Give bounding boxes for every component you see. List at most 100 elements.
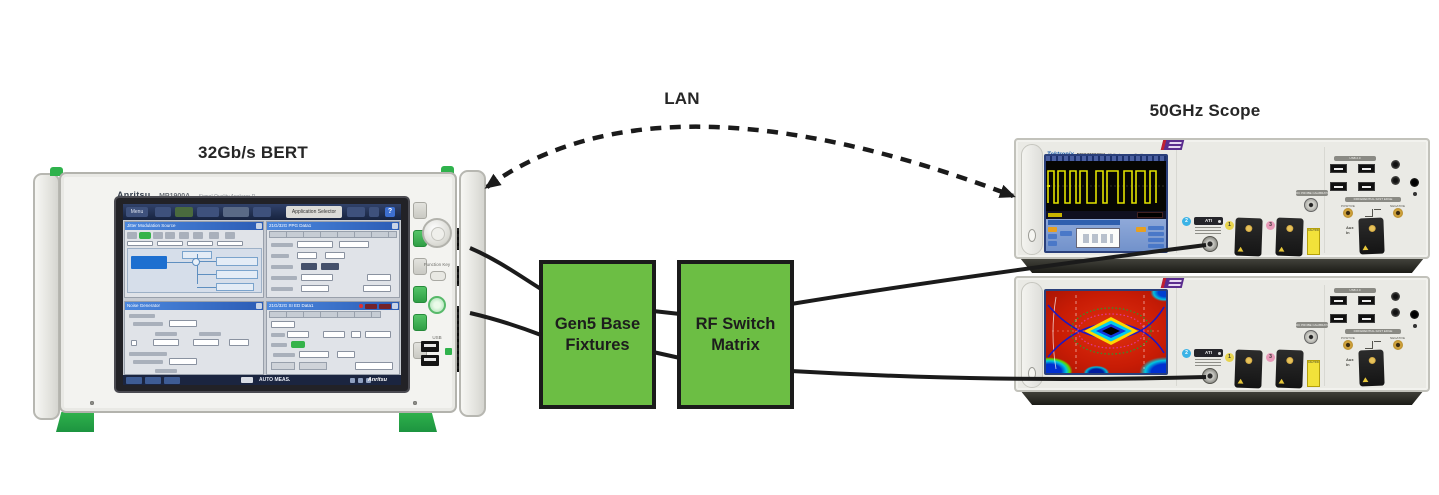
ui-button (209, 232, 219, 239)
rotary-knob (422, 218, 452, 248)
diagram-wire (197, 254, 198, 284)
dropdown (337, 351, 355, 358)
value-field (187, 241, 213, 246)
bert-foot (56, 412, 94, 432)
scope-io-section: 2 ATI 1 3 DC PROBE CALIBRATION CAUTION U… (1016, 140, 1432, 261)
datetime-field (355, 362, 393, 370)
history-reset-button (299, 362, 327, 370)
dropdown (323, 331, 345, 338)
switch-label-line1: RF Switch (695, 314, 776, 333)
bert-screen-bezel: Menu Application Selector ? Jitter Modu (114, 196, 410, 393)
dropdown (229, 339, 249, 346)
field-label (133, 360, 163, 364)
dialog-button (1060, 231, 1072, 236)
audio-jack (1391, 308, 1400, 317)
usb-port (421, 355, 439, 366)
diagram-wire (197, 287, 216, 288)
audio-jack (1391, 160, 1400, 169)
fast-edge-glyph (1365, 341, 1381, 349)
input-field (193, 339, 219, 346)
toolbar-icon (253, 207, 271, 217)
panel-title: Noise Generator (125, 302, 263, 310)
function-key-label: Function Key (423, 262, 451, 267)
ui-button (225, 232, 235, 239)
audio-jack (1391, 176, 1400, 185)
dropdown (271, 321, 295, 328)
diagram-node (192, 258, 200, 266)
bert-screen-statusbar: AUTO MEAS. Anritsu (123, 375, 401, 385)
checkbox (131, 340, 137, 346)
panel-seam (1176, 285, 1177, 386)
negative-label: NEGATIVE (1390, 204, 1405, 208)
panel-seam (1324, 285, 1325, 386)
usb-port (1330, 296, 1347, 305)
input-field (367, 274, 391, 281)
caution-sticker: CAUTION (1307, 360, 1320, 387)
bert-foot (399, 412, 437, 432)
bert-instrument: Anritsu MP1900A Signal Quality Analyzer-… (33, 166, 488, 436)
diagram-block (216, 257, 258, 266)
negative-label: NEGATIVE (1390, 336, 1405, 340)
ati-input-connector (1202, 236, 1218, 252)
toolbar-icon (155, 207, 171, 217)
dialog-button (1048, 234, 1057, 239)
status-button (126, 376, 142, 384)
oscilloscope-bottom: TektronixDPO77002SXATI Performance Oscil… (1014, 276, 1432, 408)
setup-button (321, 263, 339, 270)
positive-connector (1343, 208, 1353, 218)
channel-1-chip: 1 (1225, 353, 1234, 362)
oval-button (430, 271, 446, 281)
value-field (217, 241, 243, 246)
aux-in-label: Aux In (1346, 225, 1354, 235)
input-field (153, 339, 179, 346)
field-label (271, 276, 297, 280)
ati-input-label: ATI (1194, 217, 1223, 225)
rf-switch-matrix-box: RF Switch Matrix (677, 260, 794, 409)
input-field (351, 331, 361, 338)
dropdown (299, 351, 329, 358)
channel-2-chip: 2 (1182, 349, 1191, 358)
ati-input-label: ATI (1194, 349, 1223, 357)
aux-in-module (1358, 217, 1385, 255)
ui-button (127, 232, 137, 239)
fixtures-to-switch-cable-1 (652, 309, 681, 316)
panel-title: 21G/32G SI ED Data1 (267, 302, 399, 310)
scope-front-panel: TektronixDPO77002SXATI Performance Oscil… (1014, 276, 1430, 392)
dropdown (169, 358, 197, 365)
caution-sticker: CAUTION (1307, 228, 1320, 255)
bert-right-handle (459, 170, 486, 417)
field-label (271, 254, 289, 258)
scope-front-panel: TektronixDPO77002SXATI Performance Oscil… (1014, 138, 1430, 259)
dialog-button (1148, 226, 1164, 230)
menu-button: Menu (126, 207, 148, 217)
positive-label: POSITIVE (1341, 336, 1355, 340)
dialog-button (1048, 227, 1057, 232)
waveform-display (1046, 161, 1166, 211)
screw (90, 401, 94, 405)
section-label (129, 352, 167, 356)
bert-touchscreen: Menu Application Selector ? Jitter Modu (123, 204, 401, 385)
gen5-base-fixtures-box: Gen5 Base Fixtures (539, 260, 656, 409)
bert-screen-toolbar: Menu Application Selector ? (123, 204, 401, 220)
scope-label: 50GHz Scope (1149, 101, 1261, 120)
usb-port (421, 341, 439, 352)
dc-probe-cal-label: DC PROBE CALIBRATION (1296, 190, 1328, 196)
stop-button (379, 303, 391, 309)
usb-port (1358, 296, 1375, 305)
scope-side-strip (1021, 144, 1043, 255)
bert-front-panel: Anritsu MP1900A Signal Quality Analyzer-… (59, 172, 457, 413)
handle-cap (50, 167, 63, 176)
clock-source-block (131, 256, 167, 269)
diff-group-label: DIFFERENTIAL FAST EDGE (1345, 197, 1401, 202)
dialog-button (1148, 238, 1164, 242)
negative-connector (1393, 208, 1403, 218)
dc-probe-cal-connector (1304, 198, 1318, 212)
dropdown (301, 274, 333, 281)
usb-label: USB (432, 335, 442, 340)
toolbar-icon (223, 207, 249, 217)
scope-menu-bar (1046, 156, 1166, 161)
panel-title: Jitter Modulation Source (125, 222, 263, 230)
status-led (445, 348, 452, 355)
error-led (359, 304, 363, 308)
